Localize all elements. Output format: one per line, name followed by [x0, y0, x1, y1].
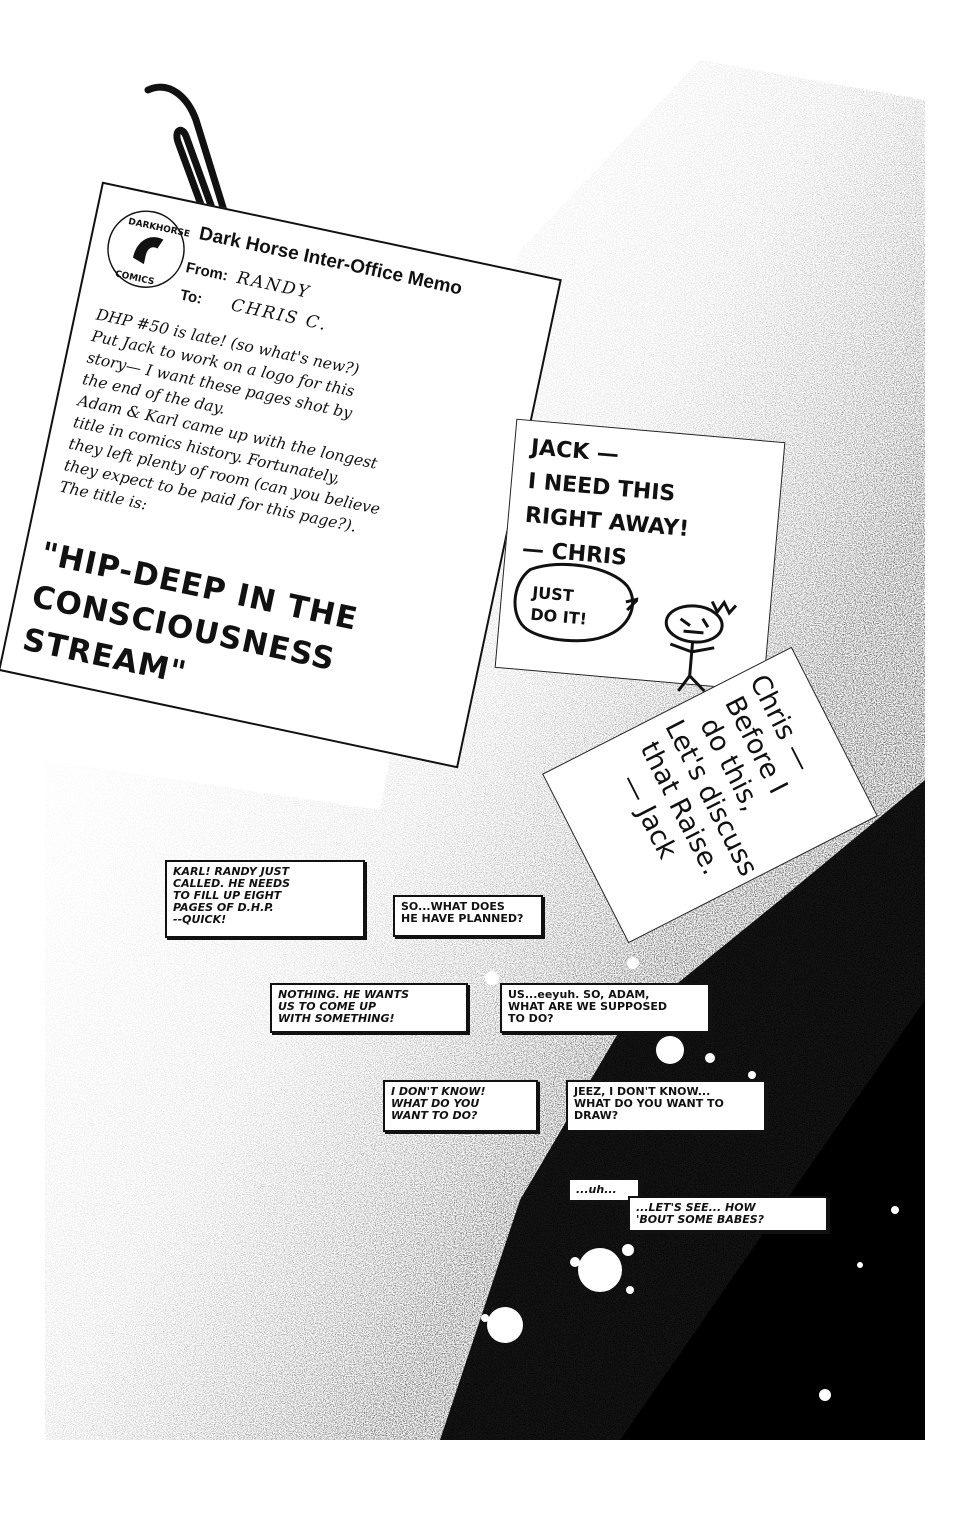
caption-box: US...eeyuh. SO, ADAM, WHAT ARE WE SUPPOS… [500, 983, 710, 1033]
memo-body: DHP #50 is late! (so what's new?) Put Ja… [57, 305, 382, 536]
inter-office-memo: DARK HORSE COMICS Dark Horse Inter-Offic… [0, 181, 562, 769]
memo-to-label: To: [178, 286, 204, 308]
note-from-chris: JACK — I NEED THIS RIGHT AWAY! — CHRIS J… [494, 418, 786, 693]
caption-box: ...LET'S SEE... HOW 'BOUT SOME BABES? [628, 1196, 828, 1232]
stick-figure-doodle-icon [664, 599, 738, 693]
speech-bubble-text: JUST DO IT! [529, 582, 588, 629]
speech-bubble-icon [513, 562, 641, 643]
memo-from-label: From: [184, 259, 230, 285]
caption-box: KARL! RANDY JUST CALLED. HE NEEDS TO FIL… [165, 860, 365, 938]
note-chris-text: JACK — I NEED THIS RIGHT AWAY! — CHRIS [520, 435, 690, 571]
svg-text:HORSE: HORSE [155, 223, 191, 240]
caption-box: I DON'T KNOW! WHAT DO YOU WANT TO DO? [383, 1080, 538, 1132]
caption-box: JEEZ, I DON'T KNOW... WHAT DO YOU WANT T… [566, 1080, 766, 1132]
svg-text:DARK: DARK [127, 217, 158, 233]
dark-horse-logo-icon: DARK HORSE COMICS [107, 210, 191, 288]
caption-box: SO...WHAT DOES HE HAVE PLANNED? [393, 895, 543, 937]
caption-box: NOTHING. HE WANTS US TO COME UP WITH SOM… [270, 983, 468, 1033]
memo-to-value: CHRIS C. [229, 295, 330, 336]
